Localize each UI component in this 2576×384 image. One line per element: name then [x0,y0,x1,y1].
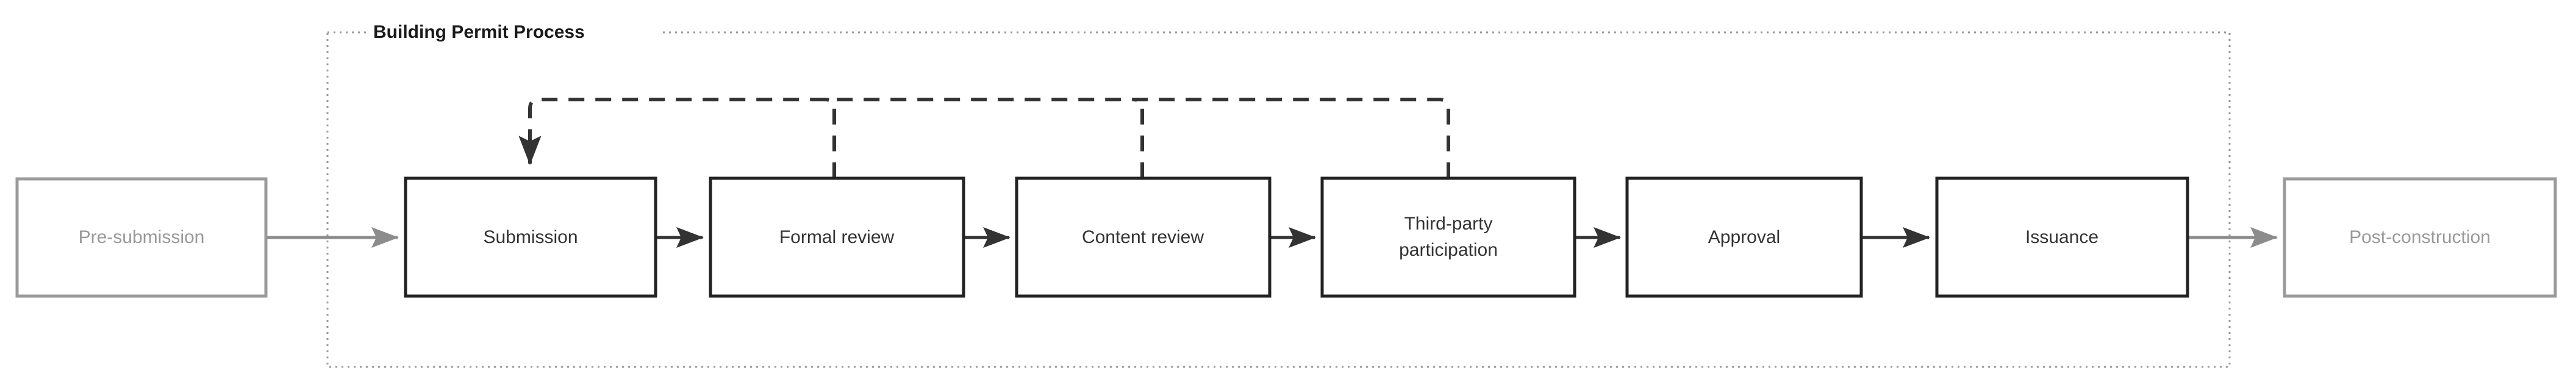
node-approval-box[interactable] [1625,176,1863,298]
node-third-party-participation-label-line2: participation [1399,240,1498,260]
feedback-edge-third-party-to-submission [518,98,1450,178]
group-frame-building-permit-process [326,31,2231,368]
node-post-construction-box[interactable] [2283,177,2557,298]
node-issuance[interactable]: Issuance [1935,176,2189,298]
node-formal-review[interactable]: Formal review [709,176,965,298]
node-content-review-label: Content review [1082,227,1204,247]
node-formal-review-box[interactable] [709,176,965,298]
node-approval-label: Approval [1708,227,1780,247]
node-third-party-participation[interactable]: Third-party participation [1320,176,1576,298]
node-third-party-participation-box[interactable] [1320,176,1576,298]
node-issuance-label: Issuance [2025,227,2098,247]
node-submission-box[interactable] [404,176,657,298]
node-pre-submission-box[interactable] [15,177,268,298]
node-pre-submission-label: Pre-submission [79,227,205,247]
feedback-edge-content-review-to-trunk [1132,98,1144,178]
node-approval[interactable]: Approval [1625,176,1863,298]
node-formal-review-label: Formal review [779,227,895,247]
node-submission[interactable]: Submission [404,176,657,298]
node-content-review-box[interactable] [1015,176,1272,298]
group-title-mask [369,22,660,43]
node-content-review[interactable]: Content review [1015,176,1272,298]
node-submission-label: Submission [483,227,578,247]
node-third-party-participation-label-line1: Third-party [1404,214,1492,234]
feedback-edge-formal-review-to-trunk [825,98,836,178]
node-post-construction[interactable]: Post-construction [2283,177,2557,298]
group-title: Building Permit Process [373,22,585,42]
node-issuance-box[interactable] [1935,176,2189,298]
node-post-construction-label: Post-construction [2349,227,2491,247]
node-pre-submission[interactable]: Pre-submission [15,177,268,298]
